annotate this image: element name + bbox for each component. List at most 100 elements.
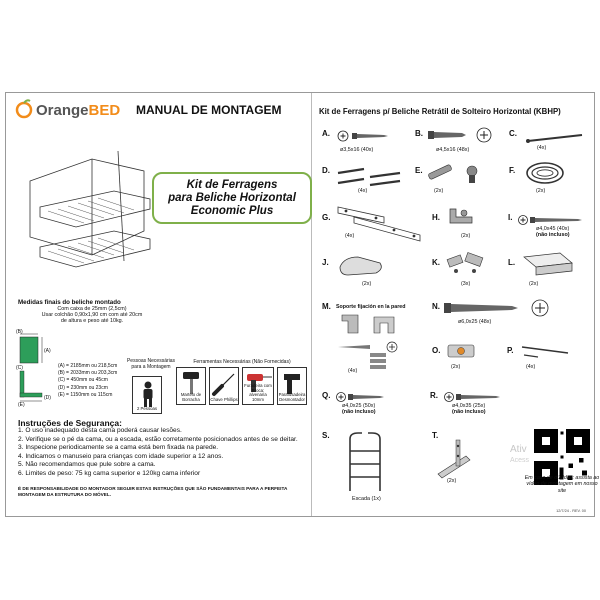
item-a-qty: ø3,5x16 (40x) — [340, 147, 374, 153]
person-icon — [143, 381, 153, 407]
measure-c: (C) = 450mm ou 45cm — [58, 377, 108, 384]
hardware-kit-title: Kit de Ferragens p/ Beliche Retrátil de … — [319, 107, 561, 116]
safety-item-6: 6. Limites de peso: 75 kg cama superior … — [18, 469, 201, 477]
diagram-label-e: (E) — [18, 402, 25, 408]
item-t-letter: T. — [432, 431, 439, 440]
tools-title: Ferramentas Necessárias (Não Fornecidas) — [193, 359, 291, 365]
item-i-screw-icon — [518, 215, 582, 225]
tool-drill-label: Furadeira com Broca: alvenaria 10mm — [244, 382, 272, 403]
item-k-qty: (3x) — [461, 281, 471, 287]
help-caption: Em caso de dúvidas: assista ao vídeo de … — [524, 475, 600, 494]
diagram-label-c: (C) — [16, 365, 23, 371]
diagram-label-a: (A) — [44, 348, 51, 354]
tool-drill: Furadeira com Broca: alvenaria 10mm — [242, 367, 274, 405]
item-f-tape-icon — [526, 162, 564, 184]
item-b-letter: B. — [415, 129, 423, 138]
item-c-qty: (4x) — [537, 145, 547, 151]
item-n-letter: N. — [432, 302, 440, 311]
brand-name: OrangeBED — [36, 102, 120, 119]
people-title: Pessoas Necessárias para a Montagem — [126, 358, 176, 370]
kit-title-line1: Kit de Ferragens — [186, 179, 278, 191]
orange-logo-icon — [15, 99, 33, 119]
brand-name-part2: BED — [88, 102, 121, 119]
item-l-qty: (2x) — [529, 281, 539, 287]
item-g-letter: G. — [322, 213, 331, 222]
item-l-angle-icon — [523, 252, 573, 276]
item-a-letter: A. — [322, 129, 330, 138]
item-g-bracket-icon — [337, 206, 421, 242]
item-b-screw-icon — [428, 127, 492, 143]
screw-gun-icon — [284, 374, 300, 394]
item-o-qty: (2x) — [451, 364, 461, 370]
safety-list: 1. O uso inadequado desta cama poderá ca… — [18, 427, 308, 479]
item-d-letter: D. — [322, 166, 330, 175]
item-j-qty: (2x) — [362, 281, 372, 287]
item-t-bracket-icon — [437, 439, 471, 479]
item-s-qty: Escada (1x) — [352, 496, 381, 502]
dimensions-note-2: Usar colchão 0,90x1,90 cm com até 20cm — [41, 312, 143, 319]
item-f-qty: (2x) — [536, 188, 546, 194]
item-n-qty: ø6,0x25 (48x) — [458, 319, 492, 325]
item-m-letter: M. — [322, 302, 331, 311]
manual-sheet: OrangeBED MANUAL DE MONTAGEM Kit de Ferr… — [5, 92, 599, 517]
item-d-hinge-icon — [337, 167, 401, 187]
activation-overlay-line2: Acess — [510, 457, 530, 464]
measure-a: (A) = 2185mm ou 218,5cm — [58, 363, 118, 369]
manual-title: MANUAL DE MONTAGEM — [136, 103, 282, 117]
item-o-letter: O. — [432, 346, 441, 355]
column-divider — [311, 93, 312, 516]
kit-title-line3: Economic Plus — [190, 205, 274, 217]
bunk-bed-illustration — [29, 150, 151, 268]
item-h-qty: (2x) — [461, 233, 471, 239]
brand-name-part1: Orange — [36, 102, 89, 119]
item-q-letter: Q. — [322, 391, 331, 400]
tool-mallet-label: Martelo de Borracha — [180, 392, 202, 403]
safety-item-1: 1. O uso inadequado desta cama poderá ca… — [18, 427, 182, 434]
item-q-screw-icon — [336, 392, 384, 402]
kit-title-box: Kit de Ferragens para Beliche Horizontal… — [152, 172, 312, 224]
qr-code-icon[interactable] — [534, 429, 590, 485]
item-i-letter: I. — [508, 213, 513, 222]
item-t-qty: (2x) — [447, 478, 457, 484]
item-r-screw-icon — [444, 392, 500, 402]
item-n-screw-icon — [444, 299, 549, 317]
item-g-qty: (4x) — [345, 233, 355, 239]
mallet-icon — [183, 372, 199, 394]
item-l-letter: L. — [508, 258, 516, 267]
item-p-letter: P. — [507, 346, 514, 355]
revision-label: 12/7/24 - REV. 00 — [556, 509, 586, 513]
item-q-qty: ø4,0x25 (50x) — [342, 403, 376, 409]
item-p-rod-icon — [521, 346, 569, 358]
item-j-handle-icon — [339, 256, 382, 276]
item-q-note: (não incluso) — [342, 409, 376, 415]
dimensions-note-3: de altura e peso até 10kg. — [60, 318, 124, 325]
tool-screw-gun: Parafusadeira Desmontador — [277, 367, 307, 405]
item-f-letter: F. — [509, 166, 516, 175]
safety-item-3: 3. Inspecione periodicamente se a cama e… — [18, 444, 219, 452]
item-c-pin-icon — [526, 134, 583, 143]
item-j-letter: J. — [322, 258, 329, 267]
kit-title-line2: para Beliche Horizontal — [168, 192, 296, 204]
item-e-letter: E. — [415, 166, 423, 175]
measures-list: (A) = 2185mm ou 218,5cm (B) = 2033mm ou … — [58, 363, 117, 399]
safety-item-4: 4. Indicamos o manuseio para crianças co… — [18, 452, 224, 460]
diagram-label-b: (B) — [16, 329, 23, 335]
item-b-qty: ø4,5x16 (48x) — [436, 147, 470, 153]
item-k-letter: K. — [432, 258, 440, 267]
dimension-diagram — [19, 333, 43, 402]
safety-item-2: 2. Verifique se o pé da cama, ou a escad… — [18, 435, 298, 443]
item-m-screws-icon — [338, 341, 398, 369]
measure-d: (D) = 230mm ou 23cm — [58, 384, 108, 391]
item-k-hinge-icon — [446, 252, 484, 273]
item-p-qty: (4x) — [526, 364, 536, 370]
tool-screwdriver: Chave Phillips — [209, 367, 239, 405]
dimensions-title: Medidas finais do beliche montado — [18, 299, 121, 306]
item-r-note: (não incluso) — [452, 409, 486, 415]
dimensions-note-1: Com caixa de 25mm (2,5cm) — [57, 306, 127, 312]
item-d-qty: (4x) — [358, 188, 368, 194]
tool-screwdriver-label: Chave Phillips — [210, 397, 238, 403]
item-i-note: (não incluso) — [536, 232, 570, 238]
responsibility-note: É DE RESPONSABILIDADE DO MONTADOR SEGUIR… — [18, 486, 288, 497]
item-e-qty: (2x) — [434, 188, 444, 194]
item-a-screw-icon — [337, 130, 388, 142]
